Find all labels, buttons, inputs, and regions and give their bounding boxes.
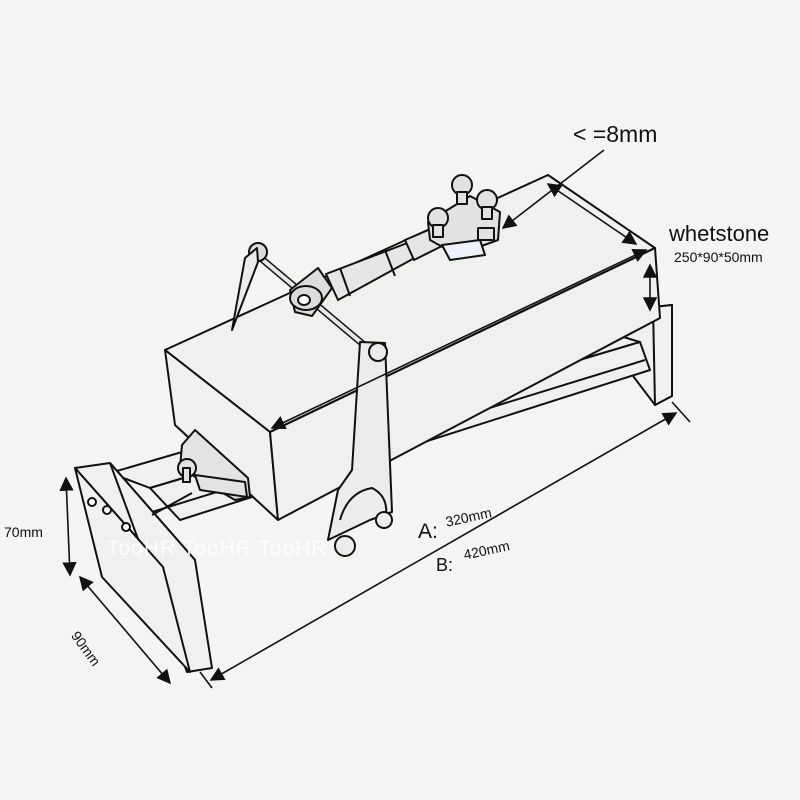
whetstone-size-label: 250*90*50mm xyxy=(674,249,763,265)
dimension-lines xyxy=(59,149,691,689)
height-dimension-label: 70mm xyxy=(4,524,43,540)
dimension-b-prefix: B: xyxy=(436,555,454,575)
watermark: TooHR TooHR TooHR xyxy=(107,537,328,560)
whetstone-box xyxy=(164,174,661,521)
whetstone-label: whetstone xyxy=(669,221,770,246)
dimension-a-prefix: A: xyxy=(418,520,438,543)
max-blade-width-label: < =8mm xyxy=(573,121,658,147)
